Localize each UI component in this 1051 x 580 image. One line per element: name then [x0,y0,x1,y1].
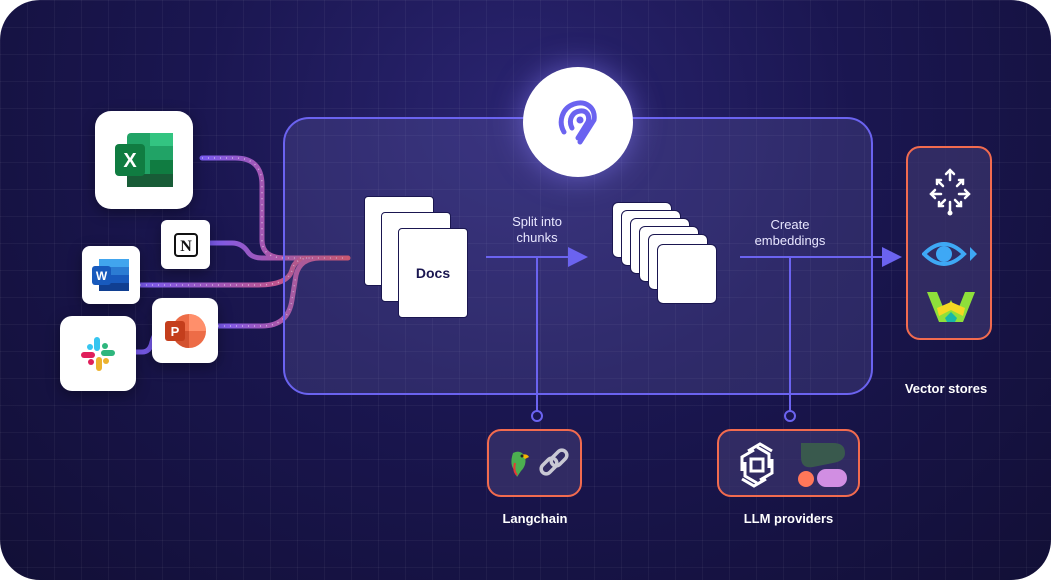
svg-text:X: X [123,150,137,172]
airbyte-logo [523,67,633,177]
notion-tile: N [161,220,210,269]
chain-link-icon [539,448,569,476]
chroma-eye-icon [922,242,977,266]
doc-sheet-front: Docs [398,228,468,318]
svg-text:W: W [96,269,108,283]
svg-text:N: N [180,238,192,255]
llm-providers-box [717,429,860,497]
powerpoint-tile: P [152,298,218,363]
word-tile: W [82,246,140,304]
split-label: Split into chunks [512,214,562,245]
powerpoint-icon: P [165,313,206,348]
vector-stores-box [906,146,992,340]
connector-notion [210,240,348,261]
connector-word [140,255,348,288]
notion-icon: N [173,232,198,257]
excel-icon: X [115,133,173,187]
word-icon: W [92,259,129,291]
langchain-caption: Langchain [502,511,568,526]
slack-icon [81,336,115,371]
openai-icon [740,442,774,488]
svg-text:P: P [171,324,180,339]
embed-label: Create embeddings [754,217,826,248]
slack-tile [60,316,136,391]
docs-label: Docs [415,265,451,281]
excel-tile: X [95,111,193,209]
vector-stores-caption: Vector stores [904,381,988,396]
langchain-box [487,429,582,497]
weaviate-icon [927,292,975,322]
llm-providers-caption: LLM providers [743,511,834,526]
airbyte-icon [558,100,597,145]
parrot-icon [511,451,529,477]
cohere-icon [798,443,847,487]
chunk-6 [657,244,717,304]
pinecone-icon [929,168,971,216]
